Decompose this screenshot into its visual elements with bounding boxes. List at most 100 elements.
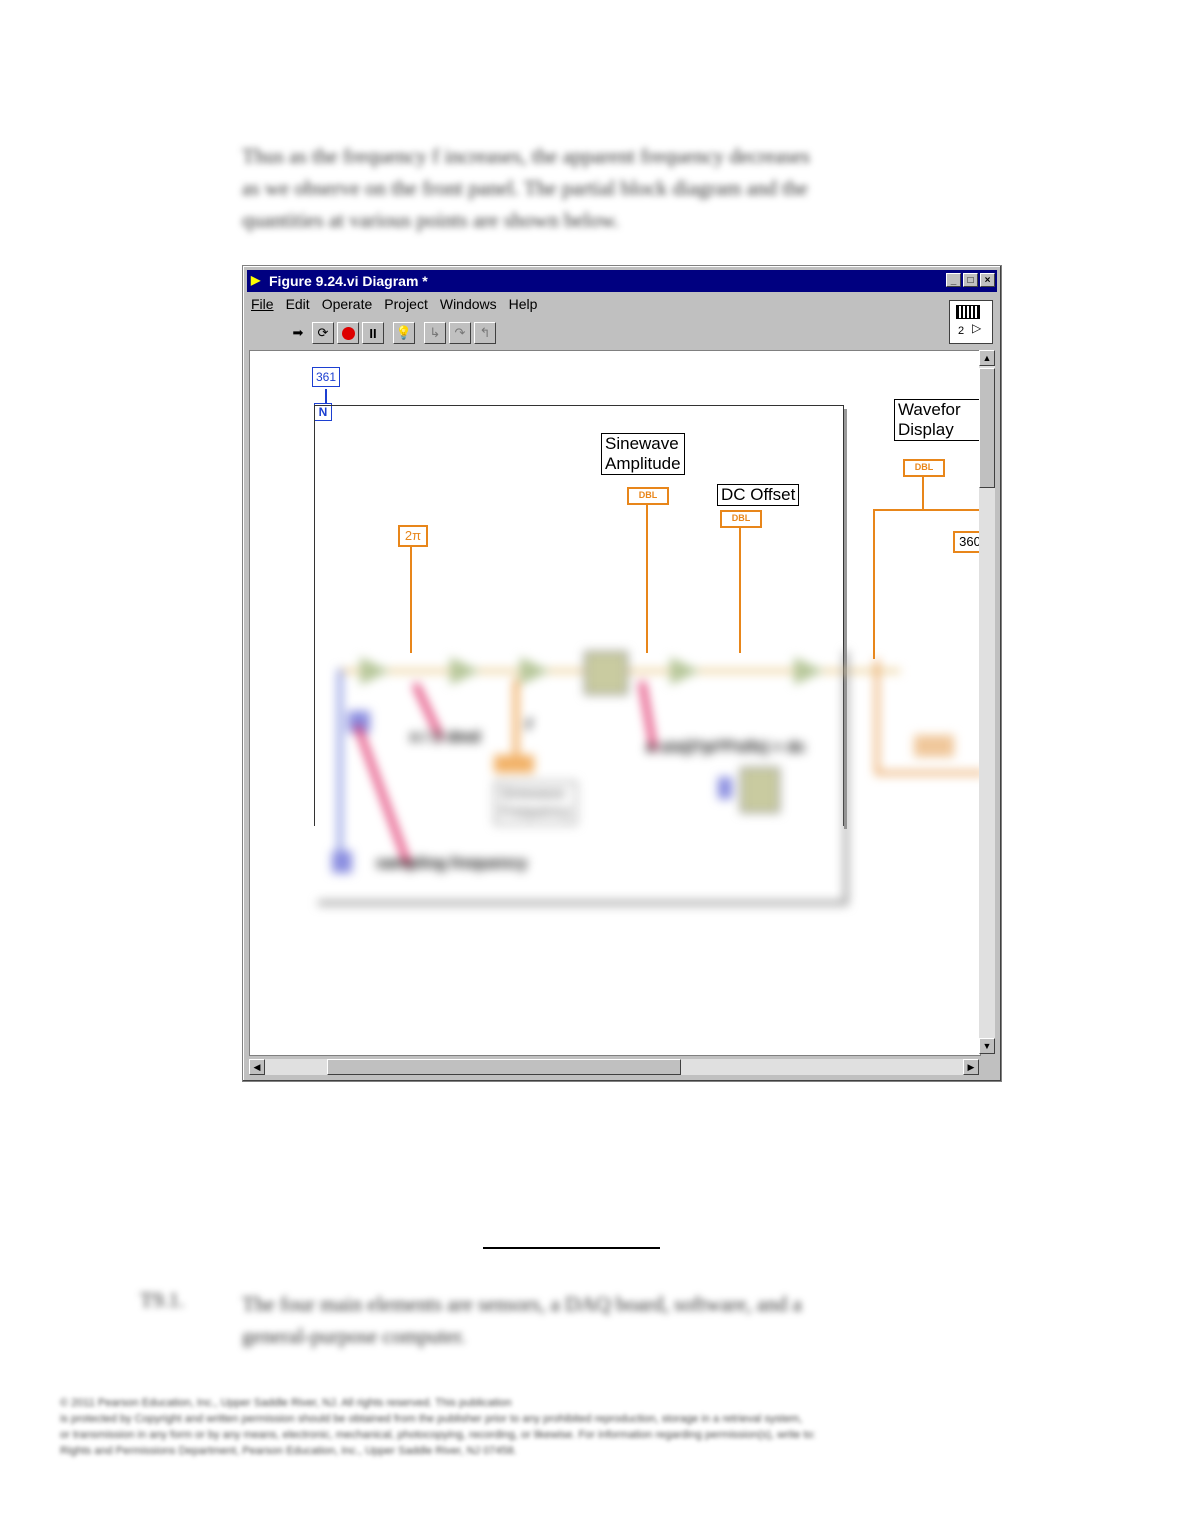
- waveform-display-label-line1: Wavefor: [898, 400, 961, 419]
- two-pi-wire: [410, 545, 412, 653]
- for-loop-shadow: [844, 409, 847, 829]
- footer-line: is protected by Copyright and written pe…: [60, 1413, 803, 1425]
- vi-icon: ▶: [251, 273, 261, 287]
- sinewave-frequency-label: Sinewave Frequency: [494, 781, 577, 825]
- intro-line: Thus as the frequency f increases, the a…: [242, 144, 810, 168]
- arrow-icon: ▷: [972, 321, 982, 335]
- sinewave-amplitude-label: Sinewave Amplitude: [601, 433, 685, 475]
- numeric-function-icon: [740, 767, 780, 813]
- window-title: Figure 9.24.vi Diagram *: [269, 273, 428, 289]
- labview-diagram-window: ▶ Figure 9.24.vi Diagram * _ □ × File Ed…: [242, 265, 1002, 1082]
- n-label: n / 2 dmd: [410, 729, 481, 746]
- horizontal-rule: [483, 1247, 660, 1249]
- window-controls: _ □ ×: [946, 273, 995, 287]
- highlight-execution-icon[interactable]: 💡: [393, 322, 415, 344]
- iteration-terminal: [348, 711, 370, 733]
- footer-line: Rights and Permissions Department, Pears…: [60, 1445, 517, 1457]
- step-into-icon[interactable]: ↳: [424, 322, 446, 344]
- pink-annotation-line: [354, 724, 412, 868]
- blue-constant: [718, 777, 732, 799]
- multiply-node-icon: [450, 657, 480, 685]
- sinewave-frequency-terminal: [494, 755, 534, 773]
- multiply-node-icon: [670, 657, 700, 685]
- sampling-frequency-label: sampling frequency: [376, 855, 528, 872]
- pause-icon[interactable]: II: [362, 322, 384, 344]
- add-node-icon: [794, 657, 824, 685]
- f-label: f: [526, 717, 532, 734]
- amplitude-wire: [646, 503, 648, 653]
- intro-line: as we observe on the front panel. The pa…: [242, 176, 808, 200]
- abort-icon[interactable]: [337, 322, 359, 344]
- sinewave-amplitude-label-line2: Amplitude: [605, 454, 681, 473]
- loop-count-wire: [325, 389, 327, 403]
- step-out-icon[interactable]: ↰: [474, 322, 496, 344]
- dc-offset-label: DC Offset: [717, 484, 800, 506]
- sine-function-icon: [584, 651, 628, 695]
- run-continuously-icon[interactable]: ⟳: [312, 322, 334, 344]
- horizontal-scroll-thumb[interactable]: [327, 1059, 681, 1075]
- sinewave-frequency-label-line1: Sinewave: [500, 785, 566, 802]
- for-loop-right-edge: [844, 651, 848, 905]
- minimize-button[interactable]: _: [946, 273, 961, 287]
- loop-n-terminal: N: [314, 403, 332, 421]
- answer-number: T9.1.: [140, 1288, 185, 1312]
- menu-operate[interactable]: Operate: [321, 296, 373, 312]
- answer-line: The four main elements are sensors, a DA…: [242, 1292, 802, 1316]
- scroll-left-icon[interactable]: ◀: [249, 1059, 265, 1075]
- answer-line: general-purpose computer.: [242, 1324, 466, 1348]
- run-arrow-icon[interactable]: ➡: [292, 325, 304, 340]
- waveform-display-label: Wavefor Display: [894, 399, 980, 441]
- blurred-diagram-region: n / 2 dmd f Sinewave Frequency a sin(2*p…: [250, 651, 980, 953]
- intro-paragraph: Thus as the frequency f increases, the a…: [242, 140, 1002, 236]
- menu-windows[interactable]: Windows: [439, 296, 497, 312]
- context-help-icon[interactable]: 2 ▷: [949, 300, 993, 344]
- divide-node-icon: [520, 657, 550, 685]
- step-over-icon[interactable]: ↷: [449, 322, 471, 344]
- resize-grip-icon[interactable]: [979, 1059, 995, 1075]
- sinewave-amplitude-terminal[interactable]: DBL: [627, 487, 669, 505]
- waveform-wire-down: [873, 509, 875, 659]
- menu-bar: File Edit Operate Project Windows Help: [251, 296, 537, 312]
- horizontal-scrollbar[interactable]: ◀ ▶: [249, 1059, 979, 1075]
- waveform-wire-vertical: [922, 475, 924, 511]
- maximize-button[interactable]: □: [963, 273, 978, 287]
- block-diagram-canvas[interactable]: 361 N Sinewave Amplitude DBL DC Offset D…: [249, 350, 981, 1056]
- answer-paragraph: The four main elements are sensors, a DA…: [242, 1288, 1002, 1352]
- vertical-scrollbar[interactable]: ▲ ▼: [979, 350, 995, 1054]
- multiply-node-icon: [360, 657, 390, 685]
- array-node: [914, 735, 954, 757]
- scroll-up-icon[interactable]: ▲: [979, 350, 995, 366]
- dc-offset-terminal[interactable]: DBL: [720, 510, 762, 528]
- menu-file[interactable]: File: [251, 296, 274, 312]
- two-pi-constant[interactable]: 2π: [398, 525, 428, 547]
- vertical-scroll-thumb[interactable]: [979, 368, 995, 488]
- constant-360[interactable]: 360: [953, 531, 980, 553]
- for-loop-frame[interactable]: [314, 405, 844, 826]
- vi-connector-icon: [956, 305, 980, 319]
- footer-line: or transmission in any form or by any me…: [60, 1429, 816, 1441]
- amplitude-label: a sin(2*pi*f*n/fs) + dc: [646, 739, 806, 756]
- toolbar: ➡ ⟳ II 💡 ↳ ↷ ↰: [287, 322, 496, 344]
- waveform-display-label-line2: Display: [898, 420, 954, 439]
- menu-edit[interactable]: Edit: [285, 296, 310, 312]
- loop-count-constant[interactable]: 361: [312, 367, 340, 387]
- output-wire-bottom: [875, 771, 980, 775]
- sinewave-amplitude-label-line1: Sinewave: [605, 434, 679, 453]
- output-wire: [875, 659, 879, 775]
- title-bar[interactable]: ▶ Figure 9.24.vi Diagram * _ □ ×: [247, 270, 997, 292]
- intro-line: quantities at various points are shown b…: [242, 208, 620, 232]
- for-loop-bottom-edge: [318, 901, 848, 905]
- context-help-number: 2: [958, 325, 965, 337]
- waveform-display-terminal[interactable]: DBL: [903, 459, 945, 477]
- waveform-wire-horizontal: [873, 509, 980, 511]
- footer-line: © 2011 Pearson Education, Inc., Upper Sa…: [60, 1397, 512, 1409]
- sampling-frequency-terminal: [332, 851, 352, 873]
- menu-help[interactable]: Help: [508, 296, 538, 312]
- dc-offset-wire: [739, 526, 741, 653]
- close-button[interactable]: ×: [980, 273, 995, 287]
- frequency-wire: [514, 679, 518, 759]
- scroll-right-icon[interactable]: ▶: [963, 1059, 979, 1075]
- scroll-down-icon[interactable]: ▼: [979, 1038, 995, 1054]
- menu-project[interactable]: Project: [384, 296, 428, 312]
- sinewave-frequency-label-line2: Frequency: [500, 803, 571, 820]
